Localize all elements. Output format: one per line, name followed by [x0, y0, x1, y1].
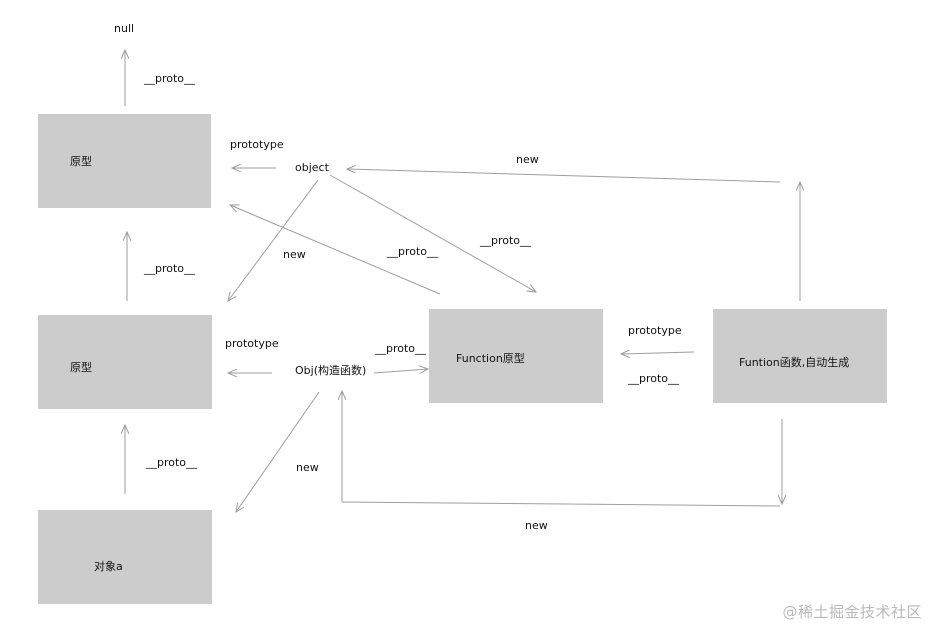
- arrow-func-prototype: [621, 352, 695, 354]
- arrow-func-new-object: [347, 169, 781, 183]
- edge-label-object-new: new: [283, 248, 306, 261]
- watermark: @稀土掘金技术社区: [782, 603, 922, 621]
- object-a-label: 对象a: [94, 560, 123, 573]
- function-proto-box: [429, 309, 603, 403]
- arrow-object-new: [228, 179, 319, 301]
- null-label: null: [114, 22, 135, 35]
- object-label: object: [295, 161, 329, 174]
- proto-top-box: [38, 114, 211, 208]
- funtion-func-box: [713, 309, 887, 403]
- proto-top-label: 原型: [70, 155, 92, 168]
- edge-label-proto-mid-top: __proto__: [144, 262, 196, 275]
- arrow-obj-new-a: [236, 391, 320, 512]
- edge-label-object-proto: __proto__: [480, 234, 532, 247]
- arrow-func-bottom-line: [341, 501, 781, 507]
- edge-label-fproto-proto: __proto__: [387, 245, 439, 258]
- edge-label-object-prototype: prototype: [230, 138, 284, 151]
- arrow-fproto-proto-to-top: [230, 205, 441, 295]
- edge-label-func-proto: __proto__: [628, 372, 680, 385]
- edge-label-obj-proto: __proto__: [375, 342, 427, 355]
- arrow-object-proto: [329, 174, 536, 292]
- arrow-obj-proto: [373, 369, 428, 373]
- edge-label-func-prototype: prototype: [628, 324, 682, 337]
- proto-mid-box: [38, 315, 212, 409]
- proto-mid-label: 原型: [70, 361, 92, 374]
- obj-ctor-label: Obj(构造函数): [295, 364, 367, 377]
- edge-label-a-proto-mid: __proto__: [146, 456, 198, 469]
- object-a-box: [38, 510, 212, 604]
- edge-label-func-new-obj: new: [525, 519, 548, 532]
- funtion-func-label: Funtion函数,自动生成: [739, 356, 850, 369]
- edge-label-proto-top-null: __proto__: [144, 72, 196, 85]
- edge-label-obj-prototype: prototype: [225, 337, 279, 350]
- function-proto-label: Function原型: [456, 352, 525, 365]
- edge-label-obj-new-a: new: [296, 461, 319, 474]
- edge-label-func-new-object: new: [516, 153, 539, 166]
